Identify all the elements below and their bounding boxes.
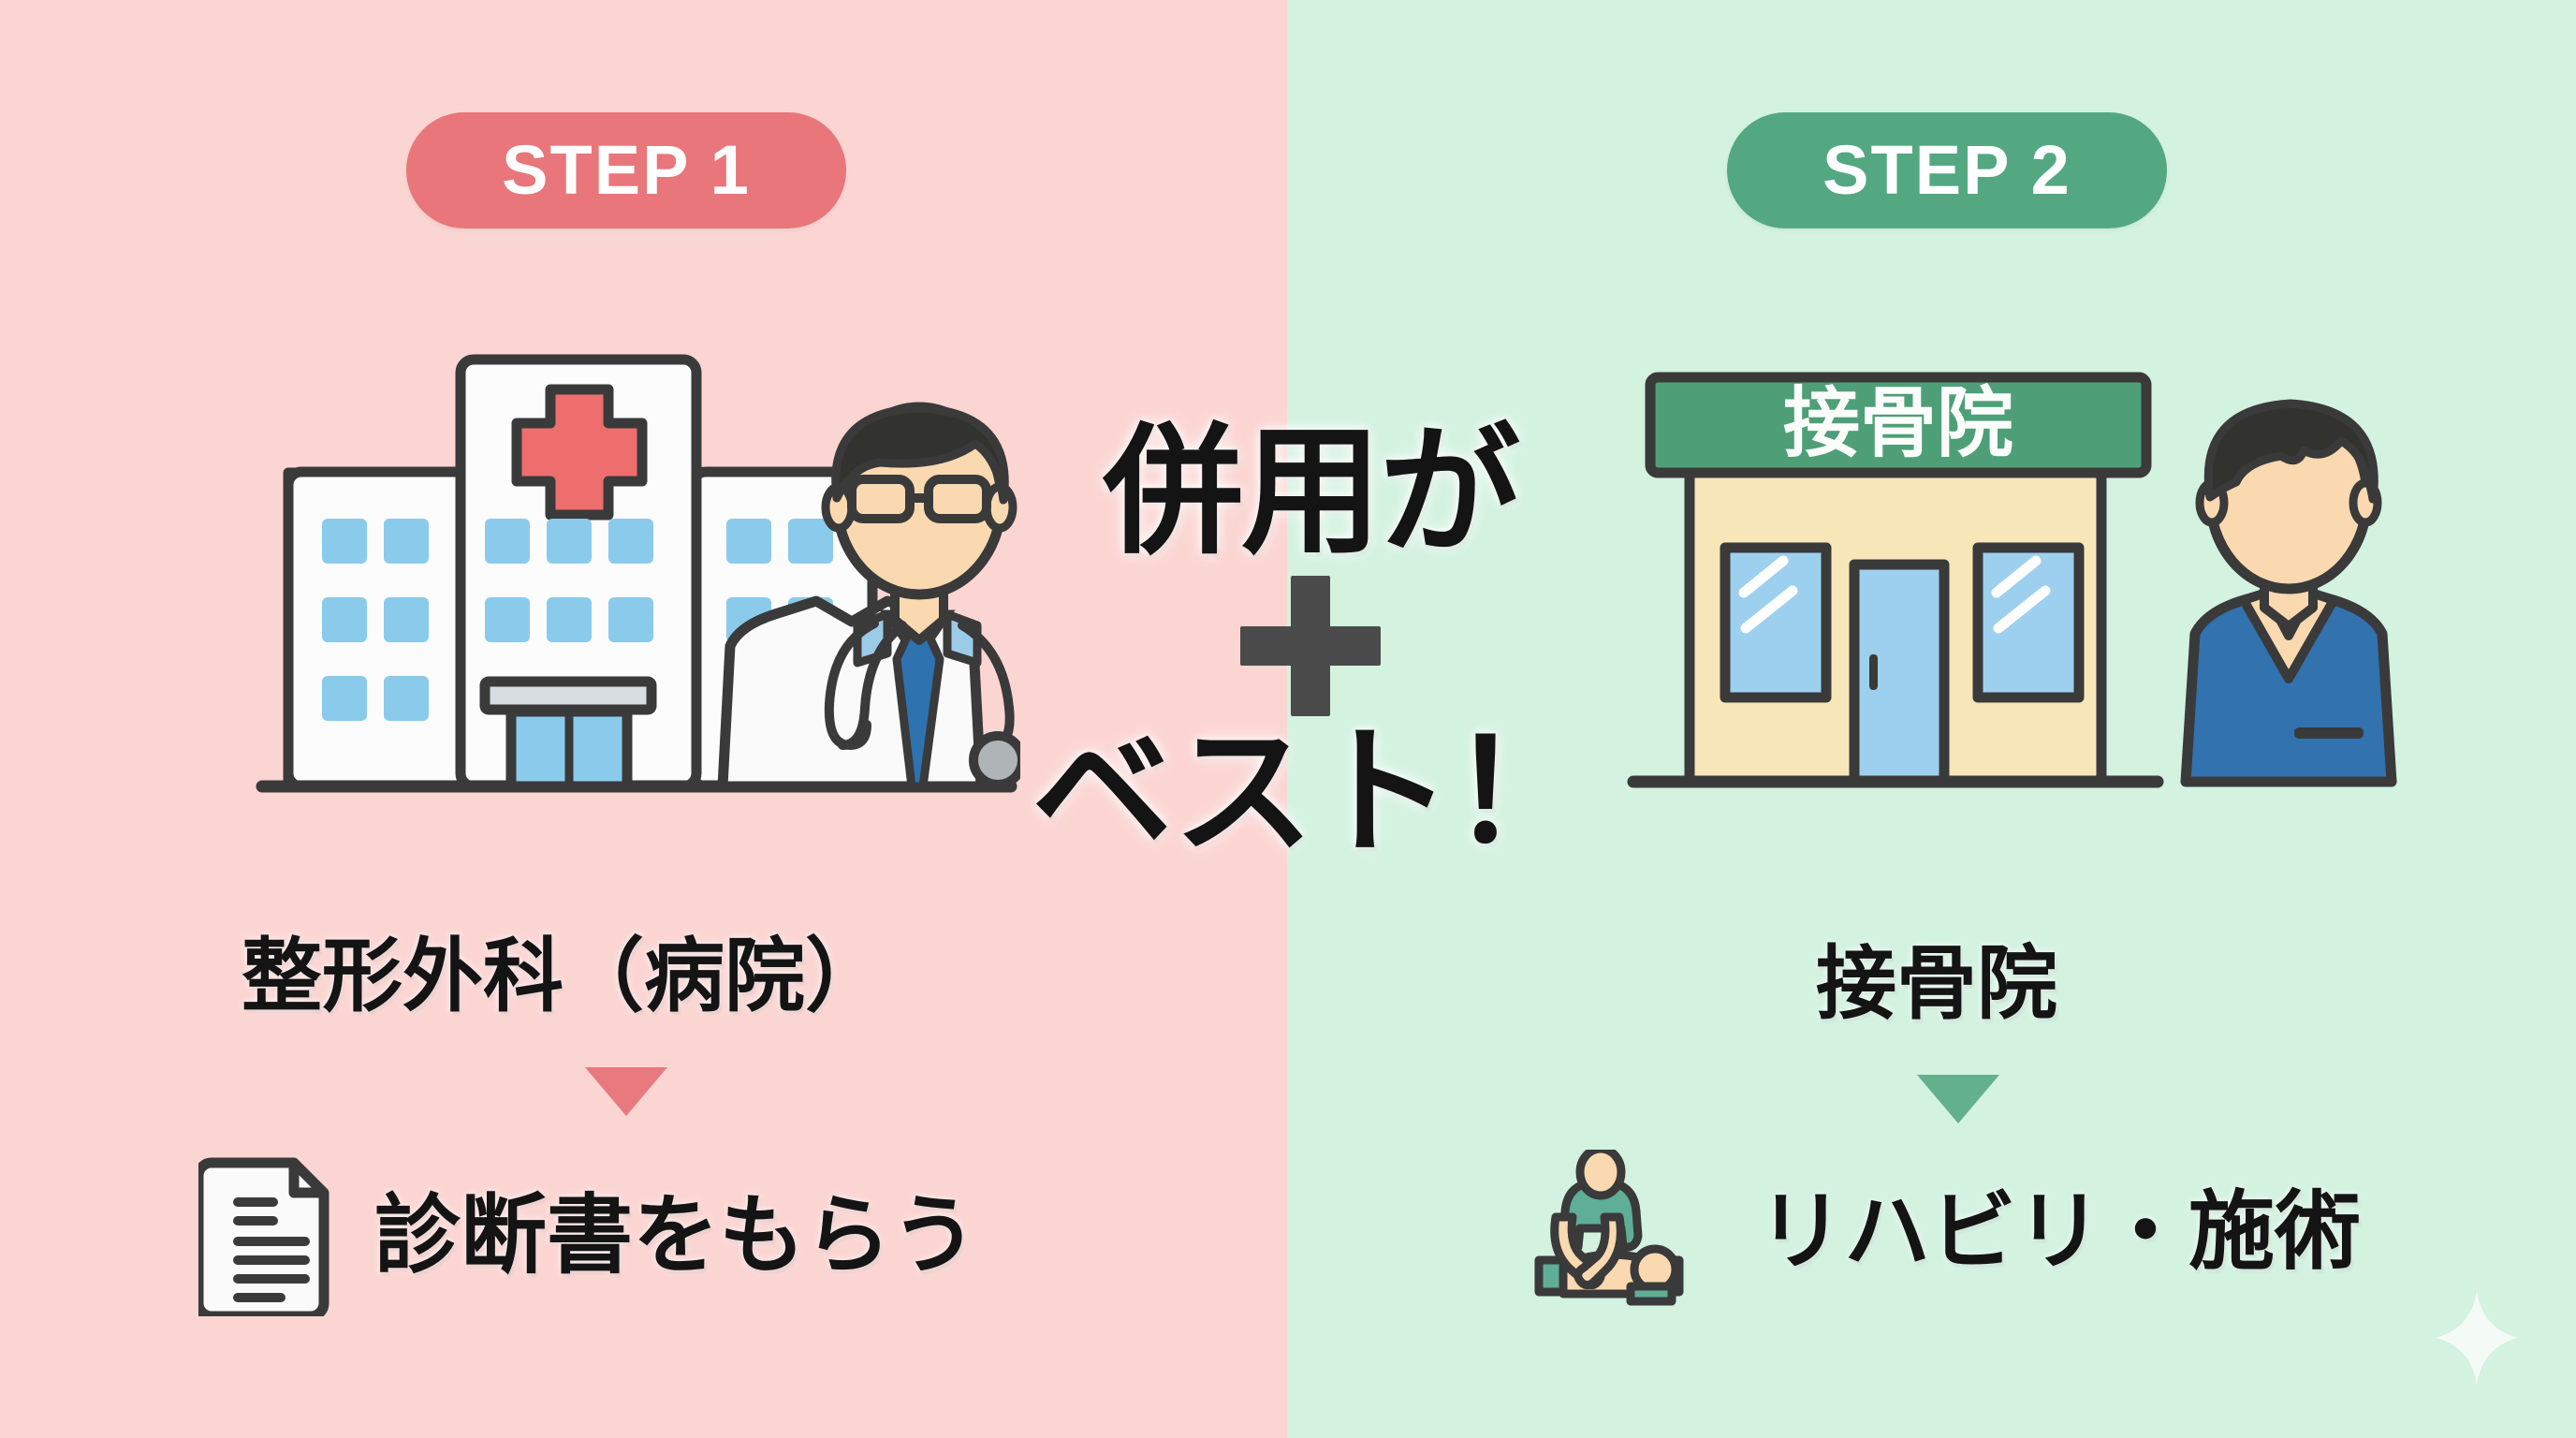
- hospital-illustration: [253, 337, 1027, 810]
- therapist-figure: [2180, 399, 2397, 787]
- triangle-down-icon-right: [1917, 1075, 1999, 1123]
- hospital-windows-center: [485, 519, 653, 642]
- right-caption: 接骨院: [1816, 937, 2057, 1031]
- clinic-svg: 接骨院: [1627, 372, 2397, 788]
- right-outcome-row: リハビリ・施術: [1533, 1144, 2362, 1313]
- step-2-badge: STEP 2: [1727, 112, 2167, 228]
- step-2-badge-label: STEP 2: [1822, 131, 2071, 209]
- doctor-figure: [717, 402, 1027, 792]
- sparkle-icon: [2432, 1287, 2522, 1393]
- left-outcome-row: 診断書をもらう: [193, 1150, 978, 1322]
- window-shine: [1738, 555, 2051, 634]
- step-1-badge-label: STEP 1: [502, 131, 751, 209]
- document-icon: [193, 1150, 337, 1322]
- clinic-sign-text: 接骨院: [1783, 379, 2013, 468]
- left-caption: 整形外科（病院）: [242, 930, 886, 1023]
- massage-therapy-icon: [1533, 1144, 1720, 1313]
- hospital-entrance: [479, 676, 657, 792]
- clinic-illustration: 接骨院: [1624, 360, 2438, 805]
- hospital-svg: [256, 354, 1027, 793]
- hospital-windows-left: [322, 519, 429, 721]
- triangle-down-icon-left: [585, 1067, 667, 1116]
- left-outcome-label: 診断書をもらう: [374, 1184, 978, 1285]
- step-1-badge: STEP 1: [406, 112, 846, 228]
- door-handle-icon: [1869, 654, 1878, 690]
- right-outcome-label: リハビリ・施術: [1758, 1181, 2362, 1282]
